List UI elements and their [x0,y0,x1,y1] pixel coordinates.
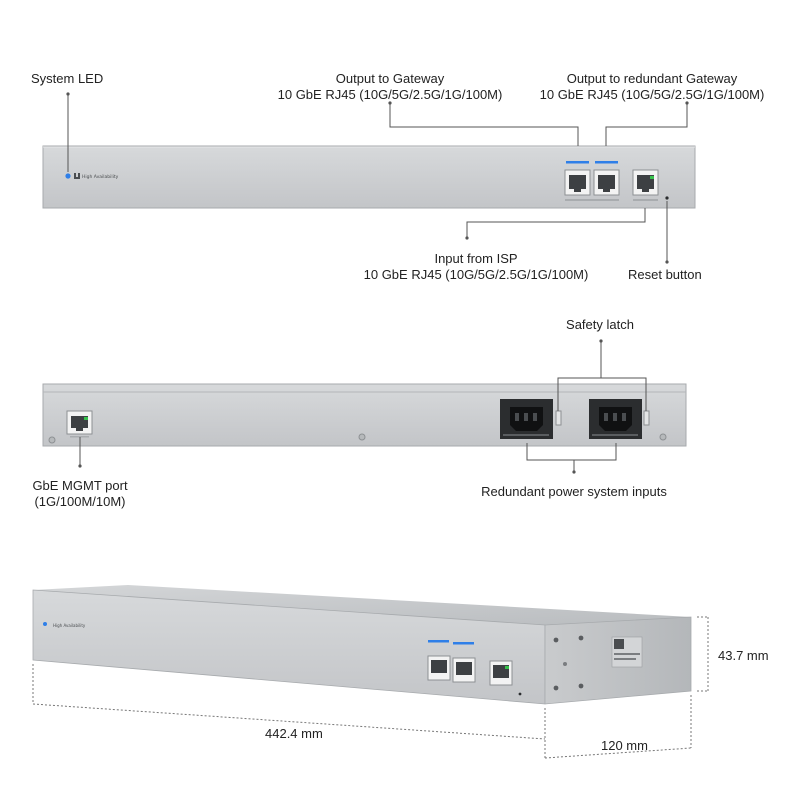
gateway-output-label: Output to Gateway 10 GbE RJ45 (10G/5G/2.… [260,71,520,103]
width-dimension: 442.4 mm [265,726,323,741]
front-leaders [66,92,689,264]
gateway-port-light [566,161,589,164]
screw-icon [48,436,56,444]
power-inlet-2[interactable] [589,399,642,439]
redundant-output-label: Output to redundant Gateway 10 GbE RJ45 … [522,71,782,103]
dimension-lines [32,616,709,759]
iso-port [489,660,513,686]
rear-leaders [78,339,647,474]
isometric-view: High Availability [32,585,692,705]
gateway-rj45-port[interactable] [564,169,591,196]
gateway-output-spec: 10 GbE RJ45 (10G/5G/2.5G/1G/100M) [277,87,503,102]
mgmt-port-label: GbE MGMT port (1G/100M/10M) [20,478,140,510]
power-inputs-label: Redundant power system inputs [481,484,667,499]
system-led-icon [65,173,71,179]
mgmt-rj45-port[interactable] [66,410,93,435]
iso-port [452,657,476,683]
reset-button-icon[interactable] [665,196,669,200]
reset-button-label: Reset button [628,267,702,282]
mgmt-port-title: GbE MGMT port [32,478,128,493]
isp-input-title: Input from ISP [434,251,518,266]
ha-logo-icon [74,173,80,179]
gateway-output-title: Output to Gateway [335,71,445,86]
screw-icon [358,433,366,441]
front-view: High Availability [42,145,696,209]
safety-latch-2[interactable] [643,410,650,426]
system-led-label: System LED [31,71,104,86]
safety-latch-1[interactable] [555,410,562,426]
svg-text:High Availability: High Availability [53,623,86,628]
power-inlet-1[interactable] [500,399,553,439]
redundant-port-light [595,161,618,164]
rear-view [42,383,687,447]
height-dimension: 43.7 mm [718,648,769,663]
mgmt-port-spec: (1G/100M/10M) [34,494,126,509]
front-panel-label: High Availability [82,174,119,180]
redundant-rj45-port[interactable] [593,169,620,196]
depth-dimension: 120 mm [601,738,648,753]
isp-rj45-port[interactable] [632,169,659,196]
isp-input-label: Input from ISP 10 GbE RJ45 (10G/5G/2.5G/… [346,251,606,283]
redundant-output-spec: 10 GbE RJ45 (10G/5G/2.5G/1G/100M) [539,87,765,102]
iso-port [427,655,451,681]
isp-input-spec: 10 GbE RJ45 (10G/5G/2.5G/1G/100M) [363,267,589,282]
redundant-output-title: Output to redundant Gateway [566,71,738,86]
safety-latch-label: Safety latch [566,317,634,332]
iso-top-face [33,585,691,625]
screw-icon [659,433,667,441]
